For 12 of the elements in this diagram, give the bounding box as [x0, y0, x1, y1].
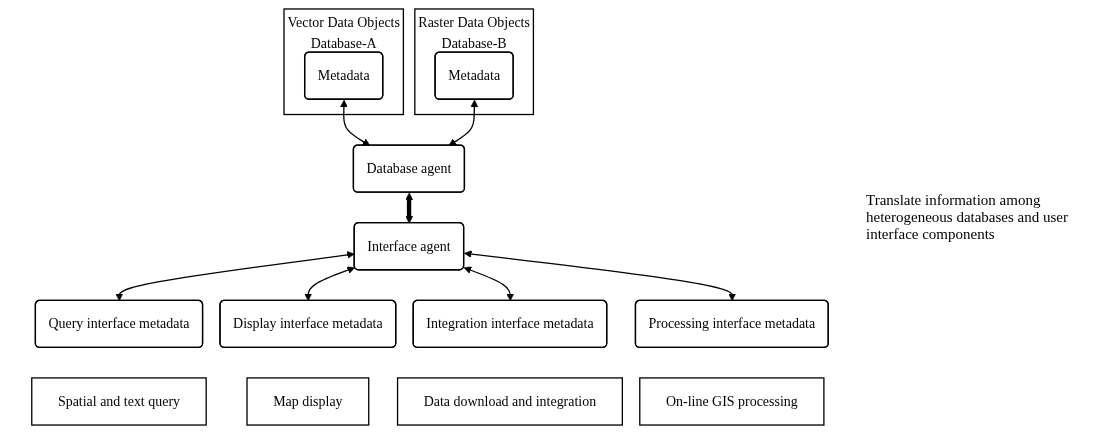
note-text: Translate information among heterogeneous databases and user interface components: [866, 191, 1069, 243]
arrow: [340, 99, 371, 146]
arrow: [304, 266, 355, 302]
arrow: [463, 266, 515, 302]
node-box: Map display: [246, 377, 370, 426]
node-box: Spatial and text query: [31, 377, 207, 426]
arrow: [464, 250, 736, 302]
node-box: On-line GIS processing: [639, 377, 825, 426]
node-box: Data download and integration: [396, 377, 623, 426]
arrow: [448, 99, 479, 146]
arrow: [405, 192, 413, 224]
arrow: [115, 251, 355, 302]
